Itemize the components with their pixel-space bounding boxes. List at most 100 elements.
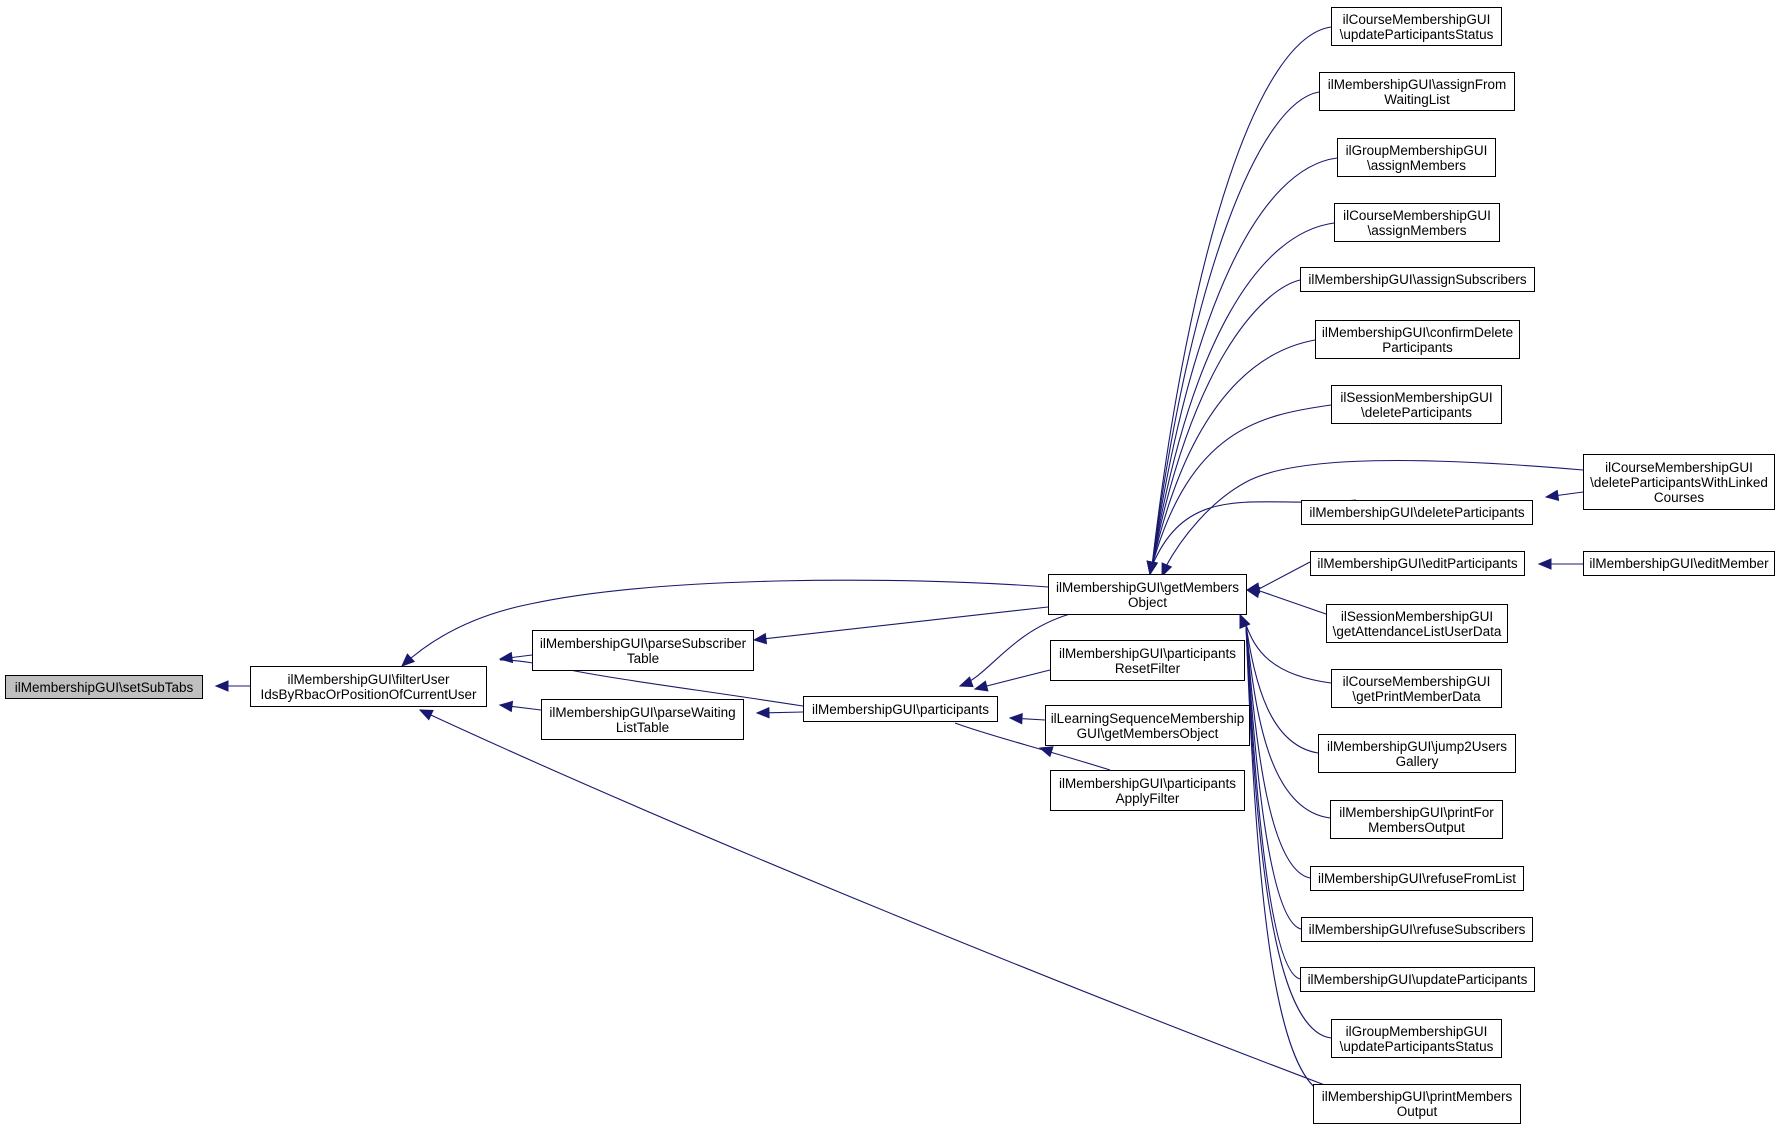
node-parsewaiting[interactable]: ilMembershipGUI\parseWaiting ListTable	[541, 699, 744, 740]
node-editmember-label: ilMembershipGUI\editMember	[1589, 556, 1769, 571]
edge-filterUser-printMembersOutput-arrow	[418, 709, 434, 721]
edge-participants-participantsApplyFilter-arrow	[1038, 746, 1054, 758]
node-courseupdateparticipantsstatus[interactable]: ilCourseMembershipGUI \updateParticipant…	[1331, 7, 1502, 46]
edge-getMembersObject-assignFromWaitingList	[1151, 91, 1320, 567]
node-groupupdateparticipantsstatus[interactable]: ilGroupMembershipGUI \updateParticipants…	[1331, 1019, 1502, 1058]
node-updateparticipants[interactable]: ilMembershipGUI\updateParticipants	[1300, 967, 1535, 992]
node-courseassignmembers[interactable]: ilCourseMembershipGUI \assignMembers	[1334, 203, 1500, 242]
edge-getMembersObject-courseDeleteParticipantsWithLinkedCourses	[1164, 459, 1584, 569]
node-printformembersoutput[interactable]: ilMembershipGUI\printFor MembersOutput	[1330, 800, 1503, 839]
node-setsubtabs: ilMembershipGUI\setSubTabs	[5, 675, 203, 699]
node-editparticipants-label: ilMembershipGUI\editParticipants	[1317, 556, 1518, 571]
edge-parseSubscriber-getMembersObject-arrow	[752, 632, 768, 645]
edge-getMembersObject-deleteParticipants-arrow	[1146, 560, 1158, 576]
node-groupassignmembers-label-2: \assignMembers	[1366, 157, 1467, 173]
node-assignfromwaitinglist-label-1: ilMembershipGUI\assignFrom	[1327, 76, 1507, 92]
edge-deleteParticipants-courseDeleteParticipantsWithLinkedCourses-arrow	[1544, 489, 1560, 502]
node-participantsresetfilter[interactable]: ilMembershipGUI\participants ResetFilter	[1050, 640, 1245, 681]
node-confirmdeleteparticipants[interactable]: ilMembershipGUI\confirmDelete Participan…	[1315, 320, 1520, 359]
node-courseupdateparticipantsstatus-label-1: ilCourseMembershipGUI	[1342, 11, 1491, 27]
edge-setSubTabs-filterUser-arrow	[214, 680, 229, 692]
edge-parseSubscriber-getMembersObject	[753, 606, 1049, 641]
node-assignsubscribers[interactable]: ilMembershipGUI\assignSubscribers	[1300, 267, 1535, 292]
node-parsesubscriber-label-1: ilMembershipGUI\parseSubscriber	[539, 635, 747, 651]
node-filteruser[interactable]: ilMembershipGUI\filterUser IdsByRbacOrPo…	[250, 666, 487, 707]
node-sessiongetattendancelistuserdata-label-1: ilSessionMembershipGUI	[1340, 608, 1494, 624]
node-coursedeleteparticipantswithlinkedcourses-label-2: \deleteParticipantsWithLinked	[1590, 474, 1768, 490]
node-parsesubscriber[interactable]: ilMembershipGUI\parseSubscriber Table	[532, 630, 754, 671]
edge-participants-getMembersObject-arrow	[958, 676, 974, 688]
node-getmembersobject[interactable]: ilMembershipGUI\getMembers Object	[1048, 574, 1247, 615]
edge-getMembersObject-printMembersOutput-arrow	[1239, 613, 1251, 629]
node-filteruser-label-1: ilMembershipGUI\filterUser	[287, 671, 450, 687]
node-refusesubscribers[interactable]: ilMembershipGUI\refuseSubscribers	[1301, 917, 1533, 942]
node-printformembersoutput-label-2: MembersOutput	[1368, 819, 1465, 835]
edge-participants-participantsApplyFilter	[954, 722, 1111, 771]
edge-getMembersObject-groupAssignMembers	[1151, 157, 1338, 567]
node-printformembersoutput-label-1: ilMembershipGUI\printFor	[1339, 804, 1494, 820]
edge-getMembersObject-courseUpdateParticipantsStatus	[1151, 26, 1332, 567]
node-participantsresetfilter-label-1: ilMembershipGUI\participants	[1058, 645, 1237, 661]
edge-getMembersObject-courseGetPrintMemberData	[1245, 624, 1332, 684]
node-groupupdateparticipantsstatus-label-1: ilGroupMembershipGUI	[1345, 1023, 1488, 1039]
edge-getMembersObject-printForMembersOutput	[1245, 624, 1331, 819]
node-participantsapplyfilter-label-2: ApplyFilter	[1115, 790, 1180, 806]
node-filteruser-label-2: IdsByRbacOrPositionOfCurrentUser	[260, 686, 477, 702]
node-confirmdeleteparticipants-label-2: Participants	[1382, 339, 1453, 355]
node-parsewaiting-label-1: ilMembershipGUI\parseWaiting	[549, 704, 736, 720]
node-courseupdateparticipantsstatus-label-2: \updateParticipantsStatus	[1339, 26, 1494, 42]
node-deleteparticipants-label: ilMembershipGUI\deleteParticipants	[1309, 505, 1525, 520]
node-participantsapplyfilter-label-1: ilMembershipGUI\participants	[1058, 775, 1237, 791]
node-participantsresetfilter-label-2: ResetFilter	[1114, 660, 1181, 676]
node-lsgetmembersobject-label-2: GUI\getMembersObject	[1076, 725, 1219, 741]
node-groupassignmembers[interactable]: ilGroupMembershipGUI \assignMembers	[1337, 138, 1496, 177]
node-assignsubscribers-label: ilMembershipGUI\assignSubscribers	[1308, 272, 1527, 287]
node-coursegetprintmemberdata-label-1: ilCourseMembershipGUI	[1342, 673, 1491, 689]
node-sessiongetattendancelistuserdata[interactable]: ilSessionMembershipGUI \getAttendanceLis…	[1326, 604, 1508, 643]
node-courseassignmembers-label-1: ilCourseMembershipGUI	[1343, 207, 1491, 223]
node-participantsapplyfilter[interactable]: ilMembershipGUI\participants ApplyFilter	[1050, 770, 1245, 811]
node-refusefromlist[interactable]: ilMembershipGUI\refuseFromList	[1310, 866, 1524, 891]
edge-editParticipants-editMember-arrow	[1537, 558, 1552, 570]
node-jump2usersgallery[interactable]: ilMembershipGUI\jump2Users Gallery	[1318, 734, 1516, 773]
node-editmember[interactable]: ilMembershipGUI\editMember	[1583, 551, 1775, 576]
edge-participants-participantsResetFilter	[974, 669, 1051, 690]
edge-getMembersObject-sessionGetAttendanceListUserData	[1256, 589, 1327, 615]
edge-filterUser-participants	[499, 659, 804, 707]
node-coursegetprintmemberdata[interactable]: ilCourseMembershipGUI \getPrintMemberDat…	[1331, 669, 1502, 708]
node-parsesubscriber-label-2: Table	[626, 650, 660, 666]
node-updateparticipants-label: ilMembershipGUI\updateParticipants	[1307, 972, 1528, 987]
node-printmembersoutput[interactable]: ilMembershipGUI\printMembers Output	[1313, 1084, 1521, 1124]
node-setsubtabs-label: ilMembershipGUI\setSubTabs	[14, 679, 194, 695]
edge-getMembersObject-jump2UsersGallery	[1245, 624, 1319, 754]
node-sessiondeleteparticipants-label-1: ilSessionMembershipGUI	[1340, 389, 1493, 405]
edge-getMembersObject-refuseSubscribers	[1245, 624, 1302, 930]
node-coursedeleteparticipantswithlinkedcourses-label-1: ilCourseMembershipGUI	[1605, 459, 1753, 475]
node-editparticipants[interactable]: ilMembershipGUI\editParticipants	[1310, 551, 1525, 576]
edge-filterUser-getMembersObject	[401, 579, 1049, 667]
node-deleteparticipants[interactable]: ilMembershipGUI\deleteParticipants	[1301, 500, 1533, 525]
node-coursedeleteparticipantswithlinkedcourses[interactable]: ilCourseMembershipGUI \deleteParticipant…	[1583, 454, 1775, 510]
node-confirmdeleteparticipants-label-1: ilMembershipGUI\confirmDelete	[1321, 324, 1514, 340]
node-groupupdateparticipantsstatus-label-2: \updateParticipantsStatus	[1339, 1038, 1494, 1054]
edge-parseWaiting-participants-arrow	[755, 706, 770, 719]
node-assignfromwaitinglist[interactable]: ilMembershipGUI\assignFrom WaitingList	[1319, 72, 1515, 111]
node-lsgetmembersobject[interactable]: ilLearningSequenceMembership GUI\getMemb…	[1045, 705, 1250, 746]
node-jump2usersgallery-label-2: Gallery	[1395, 753, 1439, 769]
node-parsewaiting-label-2: ListTable	[615, 719, 670, 735]
node-participants[interactable]: ilMembershipGUI\participants	[803, 696, 998, 722]
edge-getMembersObject-courseDeleteParticipantsWithLinkedCourses-arrow	[1161, 562, 1173, 578]
edge-getMembersObject-sessionDeleteParticipants	[1151, 404, 1332, 567]
node-coursegetprintmemberdata-label-2: \getPrintMemberData	[1352, 688, 1481, 704]
node-jump2usersgallery-label-1: ilMembershipGUI\jump2Users	[1326, 738, 1508, 754]
edge-participants-lsGetMembersObject-arrow	[1008, 712, 1023, 725]
node-getmembersobject-label-1: ilMembershipGUI\getMembers	[1055, 579, 1240, 595]
node-lsgetmembersobject-label-1: ilLearningSequenceMembership	[1050, 710, 1245, 726]
node-sessiondeleteparticipants[interactable]: ilSessionMembershipGUI \deleteParticipan…	[1331, 385, 1502, 424]
node-printmembersoutput-label-2: Output	[1396, 1104, 1438, 1119]
edge-getMembersObject-courseAssignMembers	[1151, 222, 1335, 567]
node-assignfromwaitinglist-label-2: WaitingList	[1384, 91, 1450, 107]
edge-getMembersObject-editParticipants	[1256, 561, 1311, 591]
